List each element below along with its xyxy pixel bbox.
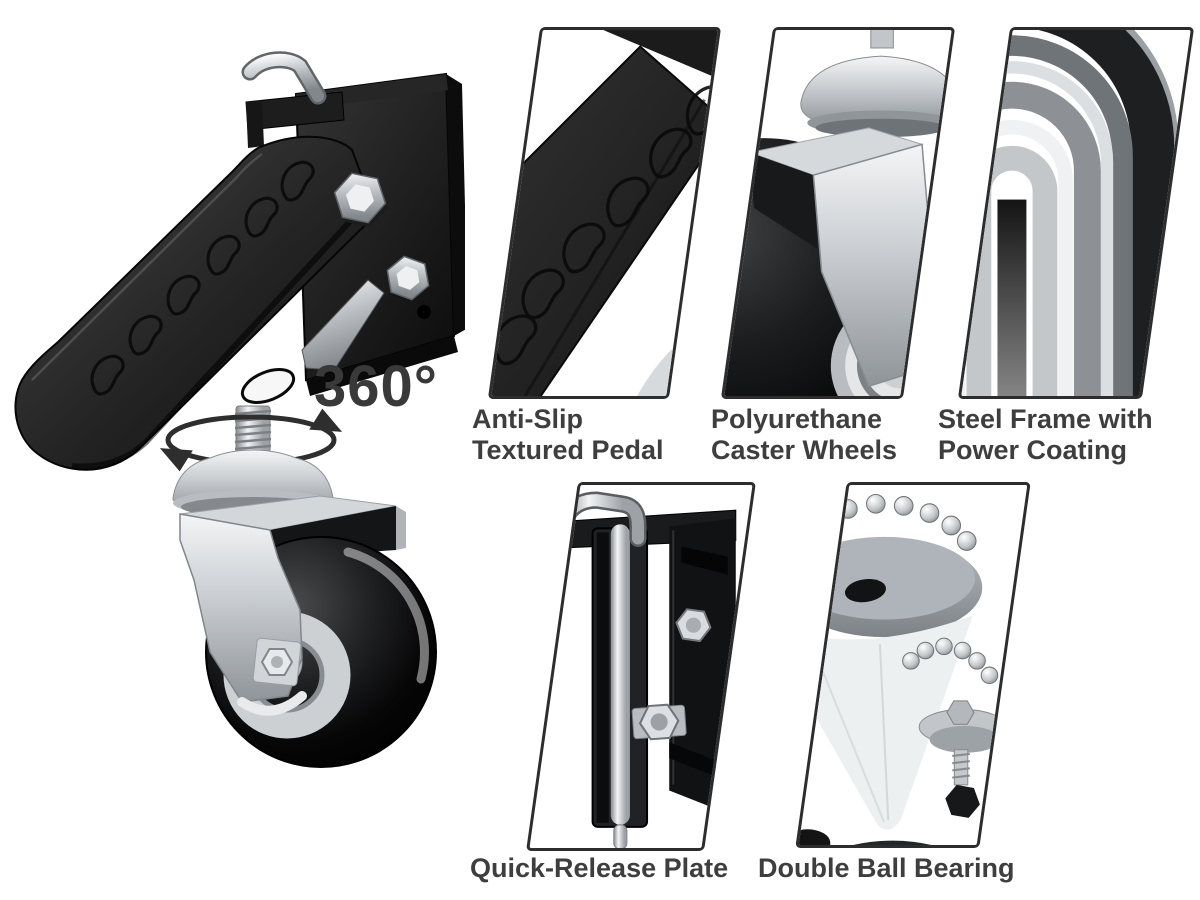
frame-layers-illustration (957, 30, 1179, 396)
feature-panel-quick-release-plate (526, 482, 756, 851)
pedal-closeup-illustration (487, 30, 722, 396)
release-pin (241, 51, 345, 148)
fork-leg (179, 513, 307, 716)
pedal-lever (14, 135, 373, 471)
hex-bolt (333, 172, 388, 228)
feature-label-double-ball-bearing: Double Ball Bearing (758, 853, 1015, 883)
feature-panel-double-ball-bearing (795, 482, 1031, 848)
hex-nut (675, 608, 712, 643)
feature-label-steel-frame: Steel Frame with Power Coating (938, 404, 1153, 465)
wheel-closeup-illustration (720, 30, 956, 396)
feature-panel-steel-frame (957, 27, 1195, 399)
release-plate-illustration (547, 491, 737, 848)
feature-label-polyurethane-wheels: Polyurethane Caster Wheels (711, 404, 898, 465)
hex-bolt (386, 255, 431, 304)
ball-bearing-illustration (795, 493, 1007, 845)
feature-panel-anti-slip-pedal (487, 27, 722, 399)
feature-label-anti-slip-pedal: Anti-Slip Textured Pedal (472, 404, 664, 465)
feature-label-quick-release-plate: Quick-Release Plate (470, 853, 729, 883)
hex-nut (631, 703, 687, 741)
rotation-badge: 360° (314, 354, 438, 419)
bearing-balls (902, 637, 999, 685)
brake-pedal-assembly-image (14, 51, 465, 471)
feature-panel-polyurethane-wheels (720, 27, 956, 399)
swivel-caster-image (159, 405, 437, 768)
spring-plate (301, 279, 385, 371)
